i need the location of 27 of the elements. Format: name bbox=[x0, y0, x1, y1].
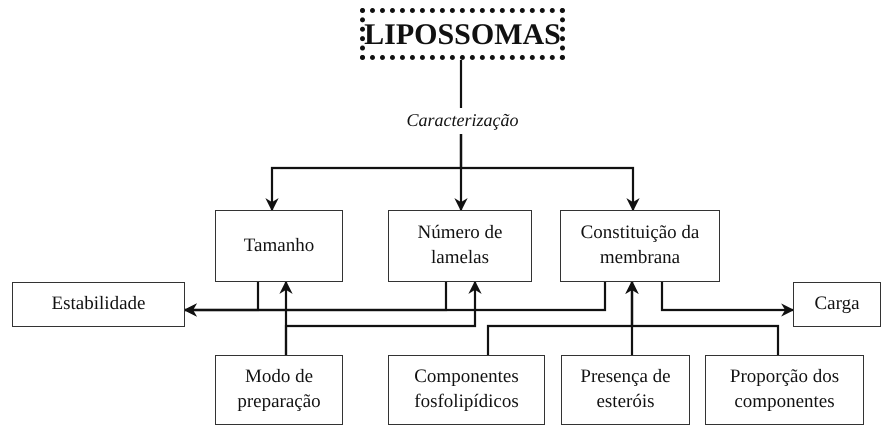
node-label: Constituição da membrana bbox=[580, 221, 700, 270]
process-box bbox=[388, 210, 532, 282]
arrow bbox=[284, 280, 482, 355]
arrow bbox=[625, 280, 780, 355]
node-label: LIPOSSOMAS bbox=[364, 16, 561, 52]
node-label: Carga bbox=[814, 292, 860, 316]
node-label: Número de lamelas bbox=[416, 221, 504, 270]
node-label: Presença de esteróis bbox=[579, 365, 672, 414]
node-label: Tamanho bbox=[244, 234, 314, 258]
arrow bbox=[460, 134, 640, 212]
connector-line bbox=[460, 60, 462, 108]
node-label: Componentes fosfolipídicos bbox=[413, 365, 520, 414]
process-box bbox=[793, 282, 881, 327]
process-box bbox=[561, 355, 690, 425]
process-box bbox=[12, 282, 185, 327]
arrow bbox=[184, 282, 606, 317]
node-label: Estabilidade bbox=[52, 292, 146, 316]
node-label: Proporção dos componentes bbox=[728, 365, 840, 414]
process-box bbox=[388, 355, 545, 425]
process-box bbox=[215, 210, 343, 282]
label-text: Caracterização bbox=[395, 108, 530, 134]
node-label: Modo de preparação bbox=[236, 365, 322, 414]
process-box bbox=[560, 210, 720, 282]
process-box bbox=[705, 355, 864, 425]
arrow bbox=[660, 282, 794, 317]
title-box bbox=[360, 8, 565, 60]
process-box bbox=[215, 355, 343, 425]
